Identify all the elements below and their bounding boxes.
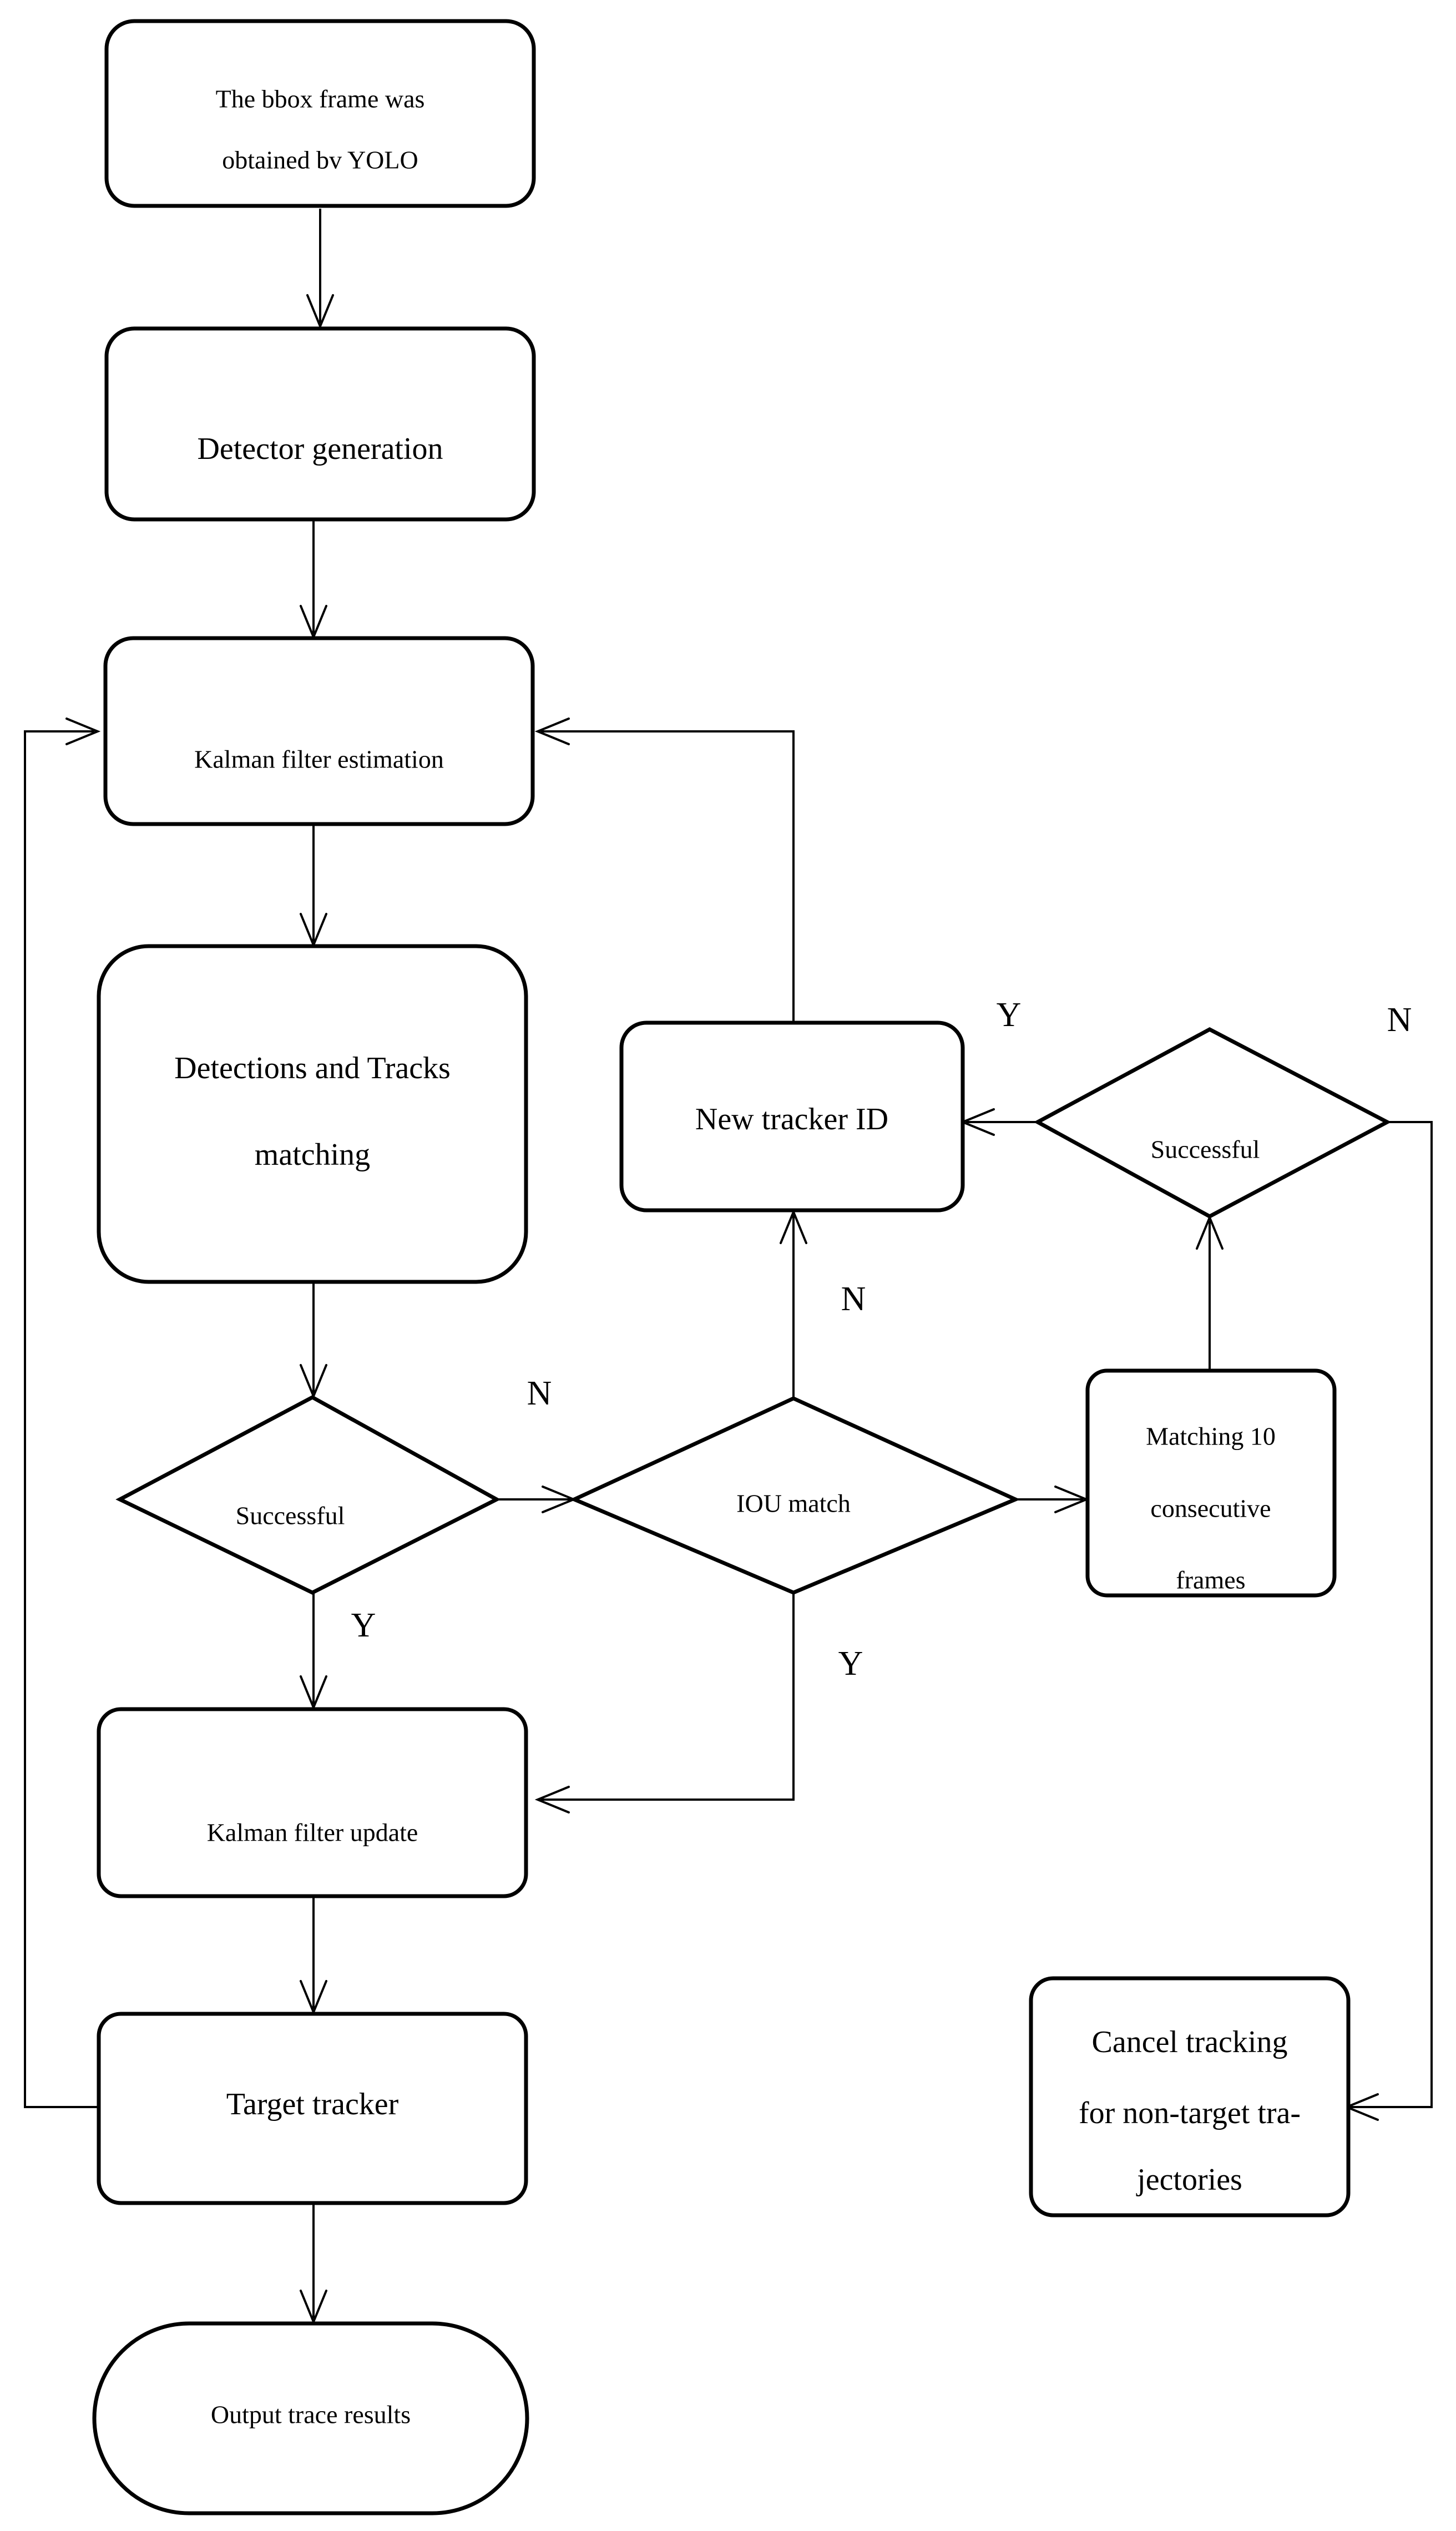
node-iou-match-label: IOU match	[736, 1489, 851, 1518]
node-kalman-filter-estimation: Kalman filter estimation	[103, 636, 535, 826]
node-detections-tracks-matching-line-1: Detections and Tracks	[174, 1051, 451, 1085]
edge-labels: N Y N Y Y N	[351, 996, 1412, 1683]
node-matching-10-line-1: Matching 10	[1146, 1422, 1276, 1451]
arrowhead-kalman-estimation-right	[534, 718, 570, 745]
node-matching-10-line-2: consecutive	[1150, 1494, 1271, 1523]
node-cancel-tracking: Cancel tracking for non-target tra- ject…	[1029, 1976, 1351, 2217]
node-iou-match-decision: IOU match	[569, 1396, 1020, 1595]
edge-iou-match-to-kalman-update	[541, 1593, 795, 1801]
node-successful-decision-2-label: Successful	[1151, 1135, 1260, 1164]
node-kalman-filter-update-label: Kalman filter update	[207, 1818, 418, 1847]
arrowhead-kalman-estimation-left	[65, 718, 101, 745]
arrowhead-detector	[306, 294, 334, 330]
node-yolo-bbox-line-2: obtained bv YOLO	[222, 146, 418, 174]
label-successful-2-yes: Y	[997, 996, 1022, 1034]
label-iou-match-no: N	[841, 1280, 866, 1318]
node-kalman-filter-update: Kalman filter update	[97, 1707, 528, 1898]
node-cancel-tracking-line-1: Cancel tracking	[1092, 2025, 1288, 2059]
node-kalman-filter-estimation-label: Kalman filter estimation	[194, 745, 444, 774]
node-new-tracker-id: New tracker ID	[619, 1021, 965, 1213]
label-successful-2-no: N	[1387, 1001, 1412, 1039]
label-successful-1-no: N	[527, 1375, 552, 1412]
label-iou-match-yes: Y	[838, 1645, 863, 1683]
node-detector-generation-label: Detector generation	[197, 432, 443, 466]
node-successful-decision-2: Successful	[1033, 1027, 1392, 1219]
arrowhead-kalman-update-right	[534, 1786, 570, 1813]
node-detections-tracks-matching: Detections and Tracks matching	[97, 944, 528, 1284]
label-successful-1-yes: Y	[351, 1606, 376, 1644]
node-yolo-bbox: The bbox frame was obtained bv YOLO	[104, 19, 536, 208]
node-successful-decision-1-label: Successful	[236, 1502, 345, 1530]
edges	[24, 209, 1433, 2318]
node-target-tracker: Target tracker	[97, 2012, 528, 2205]
node-new-tracker-id-label: New tracker ID	[695, 1102, 888, 1136]
node-cancel-tracking-line-2: for non-target tra-	[1079, 2096, 1301, 2130]
node-detections-tracks-matching-line-2: matching	[255, 1138, 370, 1172]
node-matching-10-frames: Matching 10 consecutive frames	[1085, 1368, 1337, 1598]
edge-successful-to-cancel-tracking	[1350, 1121, 1433, 2108]
node-matching-10-line-3: frames	[1176, 1566, 1245, 1594]
edge-new-tracker-to-kalman-estimation	[541, 730, 795, 1021]
node-detector-generation: Detector generation	[104, 326, 536, 522]
node-yolo-bbox-line-1: The bbox frame was	[216, 85, 425, 113]
node-successful-decision-1: Successful	[115, 1395, 501, 1595]
node-cancel-tracking-line-3: jectories	[1136, 2163, 1242, 2197]
node-output-trace-results: Output trace results	[92, 2321, 529, 2515]
edge-target-tracker-to-kalman-estimation	[24, 730, 97, 2108]
node-target-tracker-label: Target tracker	[226, 2087, 399, 2121]
node-output-trace-results-label: Output trace results	[211, 2401, 411, 2429]
